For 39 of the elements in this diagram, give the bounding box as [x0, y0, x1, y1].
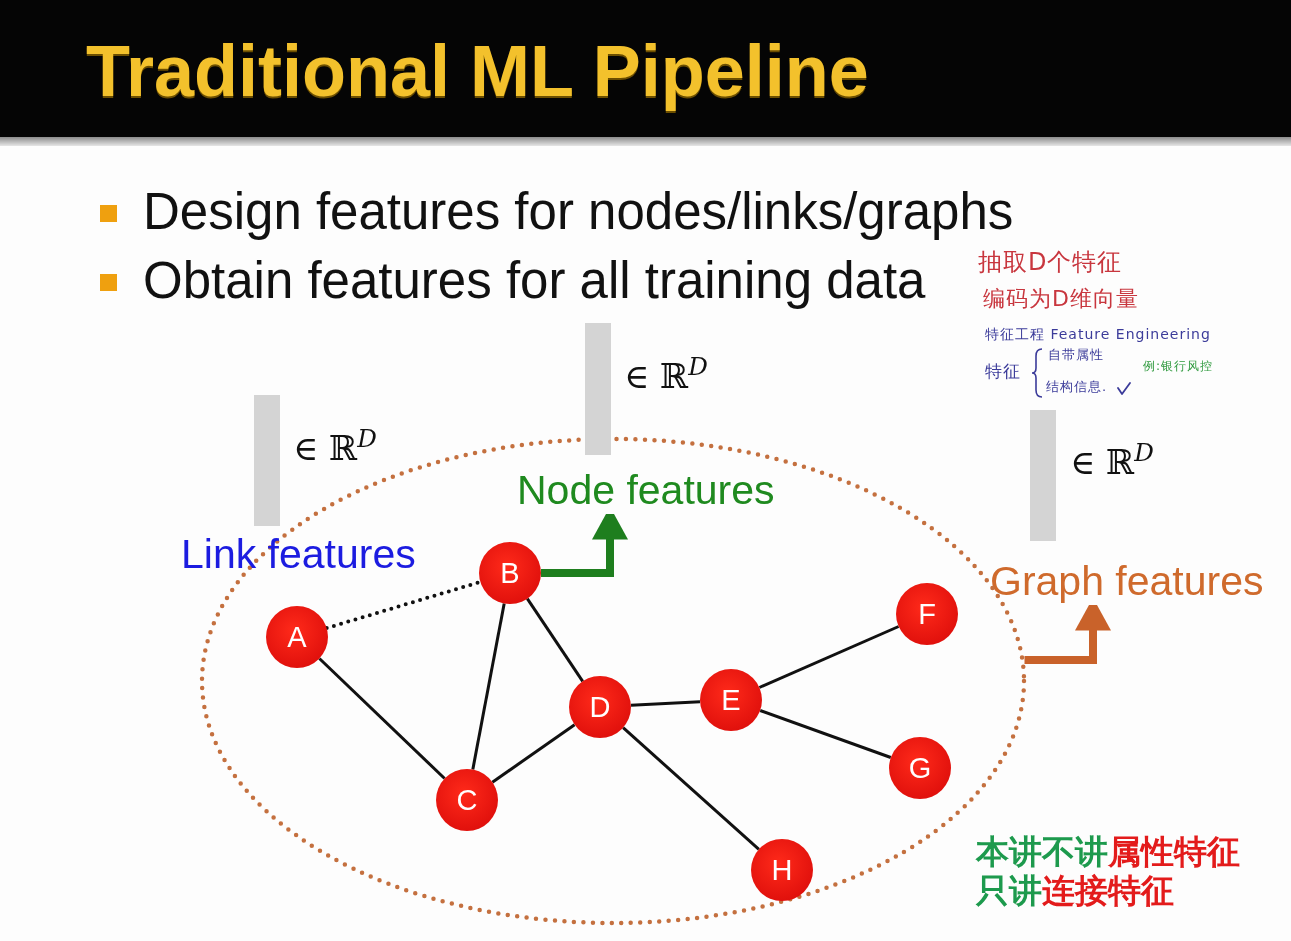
vector-space-label: ∈ ℝ$^{D}$: [1070, 442, 1154, 482]
graph-node-circle: H: [751, 839, 813, 901]
handwritten-note: 例:银行风控: [1143, 359, 1214, 374]
edge-line: [491, 723, 576, 784]
handwritten-note: 编码为D维向量: [983, 286, 1139, 313]
slide-title: Traditional ML Pipeline: [86, 30, 869, 113]
callout-text: 属性特征: [1108, 832, 1240, 871]
handwritten-note: 结构信息.: [1046, 379, 1108, 395]
edge-line: [759, 709, 892, 759]
bullet-text: Design features for nodes/links/graphs: [143, 182, 1014, 242]
handwritten-note: 特征工程 Feature Engineering: [985, 326, 1211, 343]
callout-text: 本讲不讲: [976, 832, 1108, 871]
bullet-text: Obtain features for all training data: [143, 251, 926, 311]
graph-node-circle: F: [896, 583, 958, 645]
graph-node-circle: C: [436, 769, 498, 831]
graph-node-circle: G: [889, 737, 951, 799]
graph-node-circle: A: [266, 606, 328, 668]
vector-space-label: ∈ ℝ$^{D}$: [624, 356, 708, 396]
handwritten-note: 特征: [985, 361, 1021, 382]
feature-vector-bar: [1030, 410, 1056, 541]
edge-line: [471, 603, 506, 770]
edge-line: [526, 597, 584, 683]
edge-line: [758, 625, 900, 689]
edge-line: [630, 700, 701, 707]
feature-vector-bar: [254, 395, 280, 526]
handwritten-note: 自带属性: [1048, 347, 1104, 363]
graph-node-circle: E: [700, 669, 762, 731]
vector-space-label: ∈ ℝ$^{D}$: [293, 428, 377, 468]
feature-type-label: Node features: [517, 467, 775, 514]
feature-type-label: Graph features: [990, 558, 1264, 605]
edge-line: [622, 726, 760, 851]
feature-type-label: Link features: [181, 531, 416, 578]
feature-vector-bar: [585, 323, 611, 455]
graph-node-circle: B: [479, 542, 541, 604]
callout-text: 连接特征: [1042, 871, 1174, 910]
graph-node-circle: D: [569, 676, 631, 738]
callout-text: 只讲: [976, 871, 1042, 910]
edge-line: [318, 657, 446, 780]
handwritten-note: 抽取D个特征: [978, 248, 1123, 277]
